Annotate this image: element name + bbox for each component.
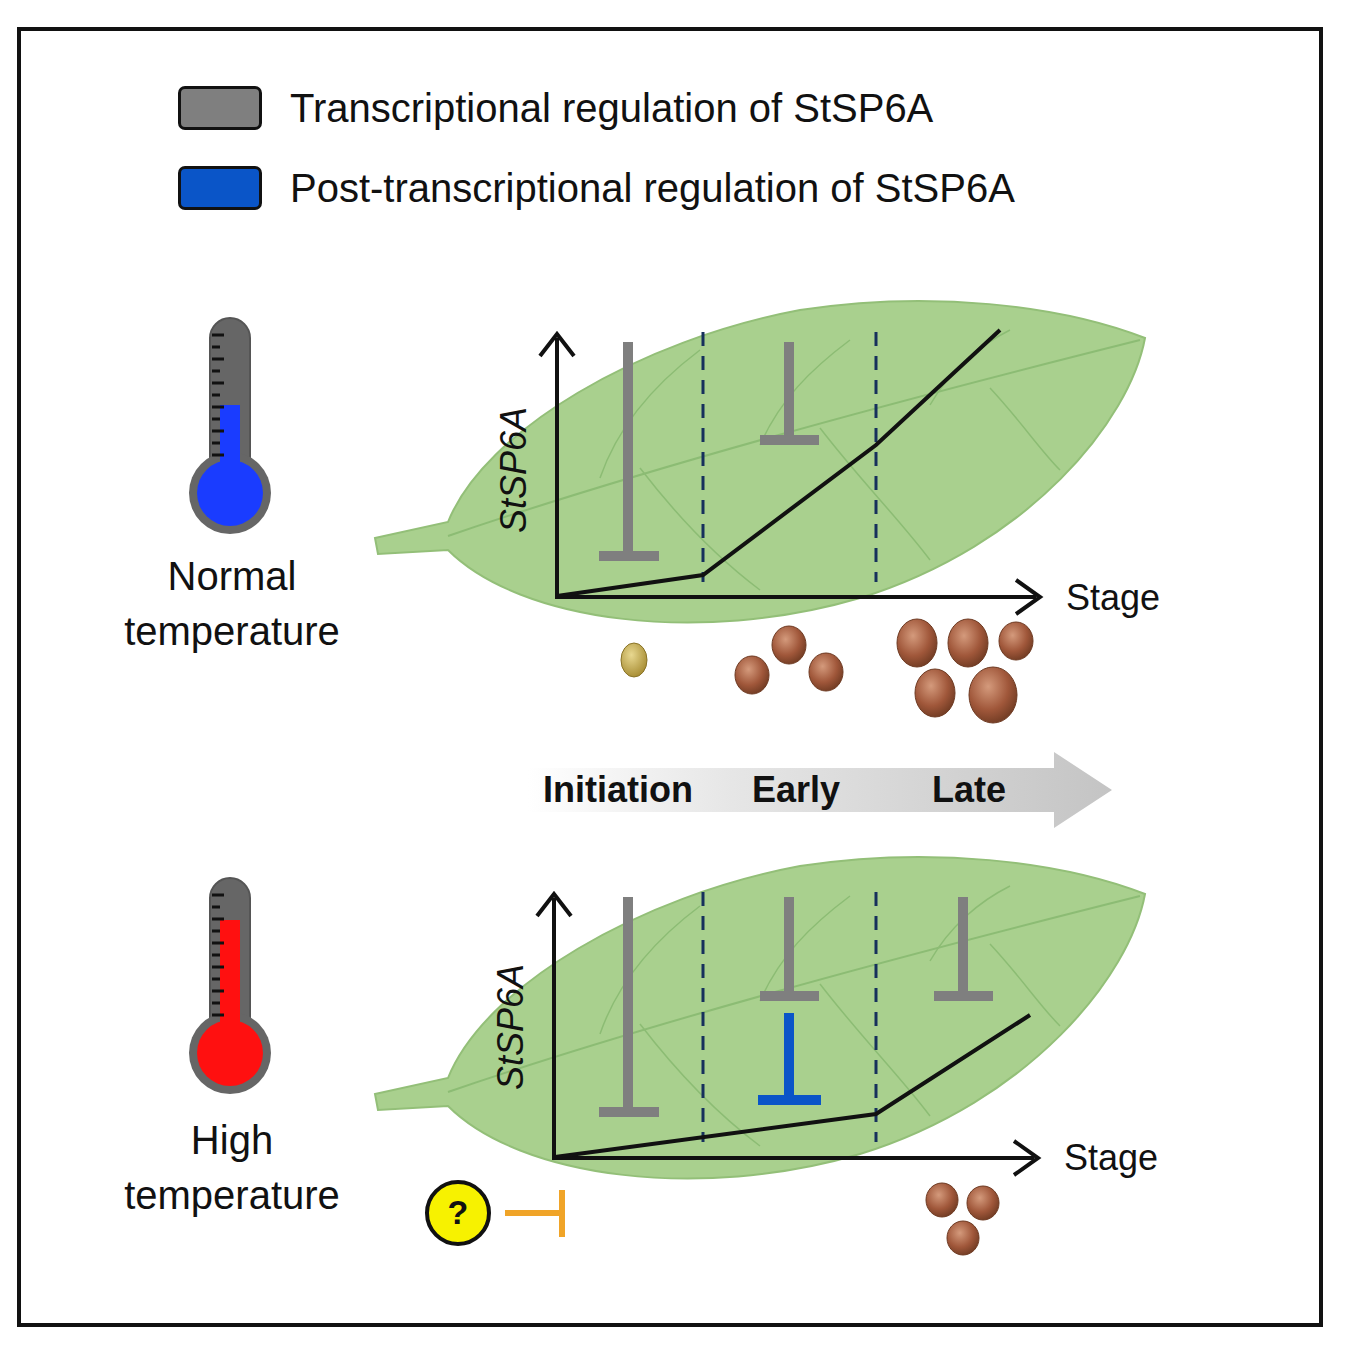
thermometer-normal [189,318,271,534]
plot-high-part [537,894,571,1159]
legend-swatch [178,86,262,130]
tubers-high-part [967,1186,999,1220]
condition-label: Normal temperature [102,549,362,659]
tubers-high-part [947,1221,979,1255]
tubers-high [926,1183,999,1255]
legend-text: Transcriptional regulation of StSP6A [290,86,933,131]
thermometer-normal-part-part [212,394,220,397]
thermometer-high-part-part [212,918,224,921]
tubers-normal [621,619,1033,723]
plot-normal-part [540,334,574,597]
plot-normal-part [557,330,1000,596]
frame [19,29,1321,1325]
plot-high-part [760,897,819,996]
thermometer-high-part-part [212,906,220,909]
thermometer-high-part-part [212,966,224,969]
tubers-high-part [926,1183,958,1217]
leaf-normal [375,301,1145,623]
tubers-normal-part [621,643,647,677]
tubers-normal-part [948,619,988,667]
plot-high-part [599,897,659,1112]
thermometer-normal-part-part [212,382,224,385]
legend-entry: Post-transcriptional regulation of StSP6… [178,166,1178,210]
stage-name: Late [932,766,1006,815]
thermometer-normal-part-part [212,442,220,445]
tubers-normal-part [999,622,1033,660]
thermometer-normal-part-part [212,430,224,433]
thermometer-high-part-part [212,954,220,957]
thermometer-high-part-part [212,894,224,897]
axis-label: Stage [1064,1134,1158,1183]
legend-swatch [178,166,262,210]
thermometer-normal-part [220,405,240,475]
thermometer-high [189,878,271,1094]
thermometer-normal-part-part [212,334,224,337]
stage-name: Early [752,766,840,815]
thermometer-high-part-part [212,990,224,993]
tubers-normal-part [772,626,806,664]
tubers-normal-part [915,669,955,717]
question-circle: ? [424,1179,492,1247]
tubers-normal-part [735,656,769,694]
leaf-high-part [375,857,1145,1179]
thermometer-high-part-part [212,1014,224,1017]
unknown-factor: ? [448,1190,469,1236]
tubers-normal-part [809,653,843,691]
inhibition-symbol [505,1190,562,1237]
thermometer-normal-part-part [212,346,220,349]
inhibition-symbol-part [505,1190,562,1237]
axis-label: StSP6A [487,964,536,1090]
tubers-normal-part [897,619,937,667]
thermometer-normal-part-part [212,358,224,361]
thermometer-high-part-part [212,978,220,981]
plot-high-part [934,897,993,996]
tubers-normal-part [969,667,1017,723]
plot-normal [540,330,1040,614]
thermometer-normal-part [212,335,224,455]
stage-arrow: Initiation Early Late [528,752,1112,828]
legend-text: Post-transcriptional regulation of StSP6… [290,166,1015,211]
thermometer-normal-part-part [212,454,224,457]
plot-high-part [703,892,876,1142]
plot-normal-part [760,342,819,440]
condition-label: High temperature [102,1113,362,1223]
thermometer-high-part-part [212,1002,220,1005]
axis-label: Stage [1066,574,1160,623]
thermometer-high-part [220,920,240,1035]
legend-entry: Transcriptional regulation of StSP6A [178,86,1178,130]
axis-label: StSP6A [490,407,539,533]
plot-normal-part [703,332,876,582]
thermometer-normal-part-part [212,406,224,409]
plot-normal-part [599,342,659,556]
leaf-high [375,857,1145,1179]
thermometer-normal-part-part [212,370,220,373]
leaf-normal-part [375,301,1145,623]
plot-high [537,892,1038,1175]
shape-outline [427,1182,489,1244]
thermometer-high-part [212,895,224,1015]
thermometer-normal-part-part [212,418,220,421]
shape-outline [528,752,1112,828]
thermometer-high-part-part [212,942,224,945]
thermometer-high-part-part [212,930,220,933]
stage-name: Initiation [543,766,693,815]
plot-high-part [758,1013,821,1100]
